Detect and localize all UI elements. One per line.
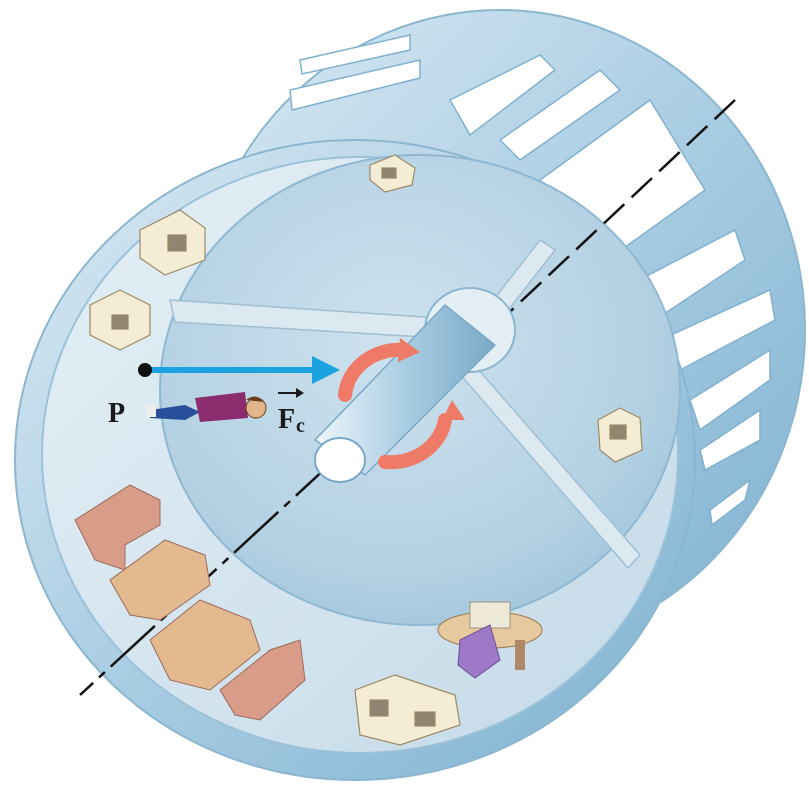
svg-text:c: c	[296, 415, 305, 437]
point-p-dot	[138, 363, 152, 377]
svg-text:F: F	[278, 404, 295, 435]
point-label: P	[108, 398, 125, 429]
